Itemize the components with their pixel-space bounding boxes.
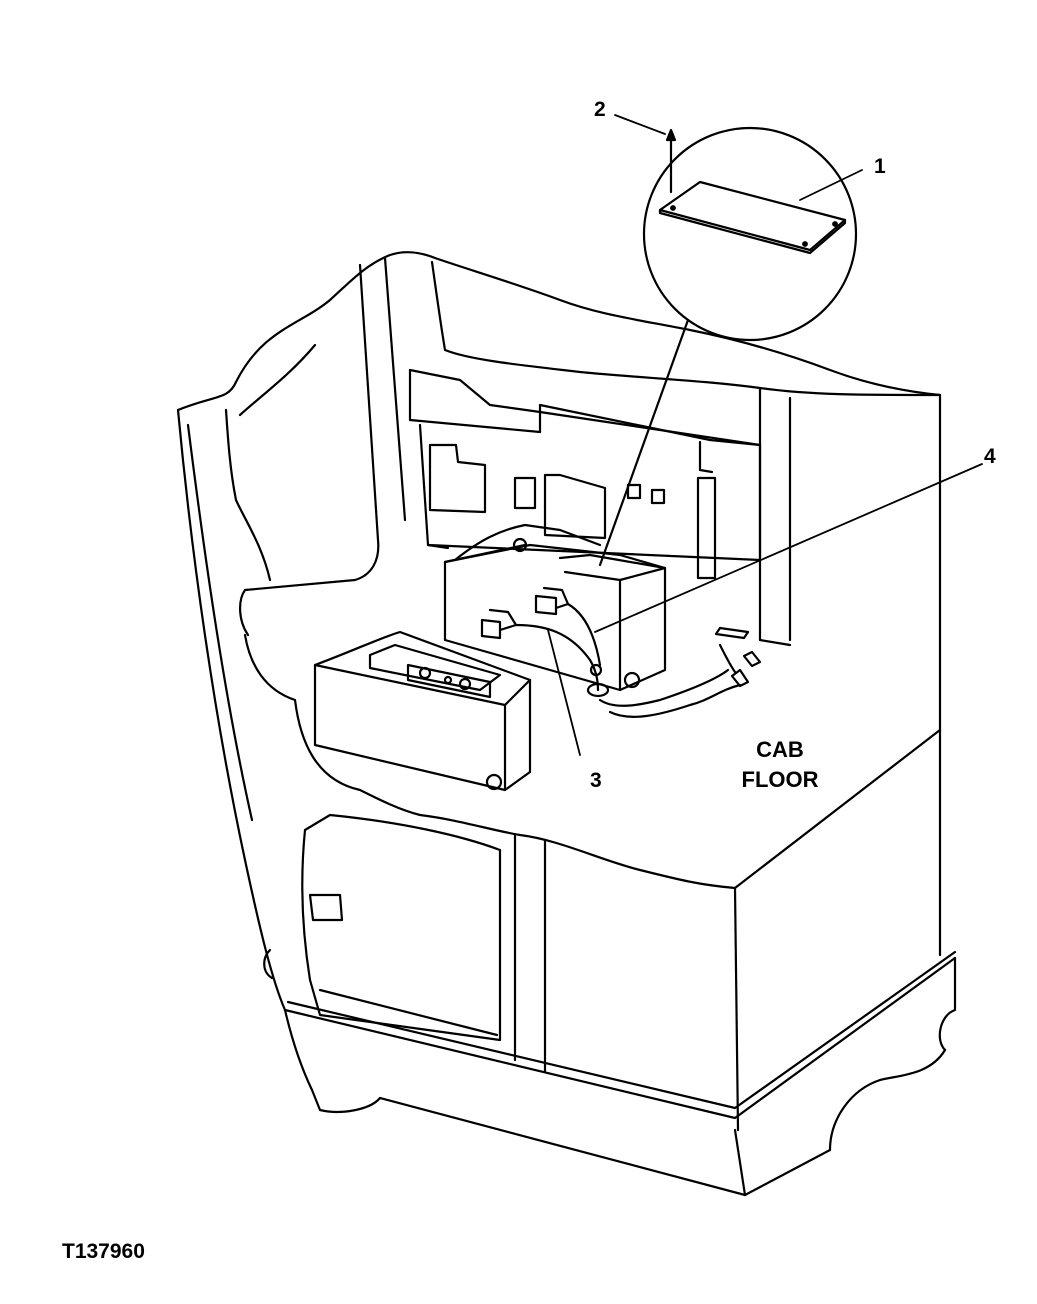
leader-line-4 xyxy=(594,463,983,633)
callout-3: 3 xyxy=(590,769,602,792)
callout-2: 2 xyxy=(594,98,606,121)
figure-id: T137960 xyxy=(62,1240,145,1263)
leader-line-1 xyxy=(799,169,863,201)
cab-floor xyxy=(243,633,942,890)
rear-wall-panel xyxy=(408,368,762,580)
harness-connectors xyxy=(480,586,610,698)
detail-callout-circle xyxy=(598,126,858,567)
lower-cab-body xyxy=(263,728,957,1197)
callout-1: 1 xyxy=(874,155,886,178)
cab-left-wall xyxy=(176,251,942,1012)
front-console xyxy=(313,630,532,792)
leader-line-3 xyxy=(547,629,581,756)
callout-4: 4 xyxy=(984,445,996,468)
cab-floor-label-line2: FLOOR xyxy=(742,767,819,792)
callout-leaders xyxy=(547,114,983,756)
cab-right-pillar xyxy=(758,386,942,687)
controller-box xyxy=(443,523,667,692)
floor-wiring xyxy=(598,626,762,718)
cab-floor-label-line1: CAB xyxy=(756,737,804,762)
leader-line-2 xyxy=(614,114,666,135)
